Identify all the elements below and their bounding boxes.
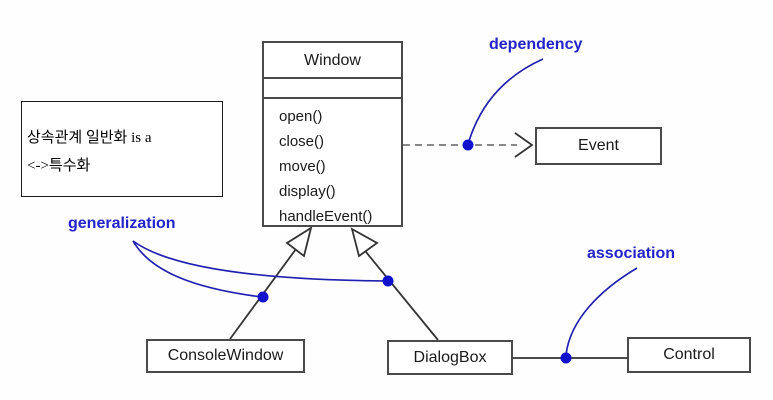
generalization-anchor-dot-left	[257, 291, 269, 303]
association-callout-curve	[565, 267, 638, 356]
generalization-triangle-right	[350, 227, 379, 258]
association-anchor-dot	[560, 352, 572, 364]
note-line-1: 상속관계 일반화 is a	[27, 130, 152, 146]
note-line-2: <->특수화	[27, 158, 91, 174]
class-box-dialogbox: DialogBox	[387, 340, 513, 375]
dependency-anchor-dot	[462, 139, 474, 151]
method-open: open()	[279, 108, 323, 125]
method-handleevent: handleEvent()	[279, 208, 373, 225]
label-association: association	[587, 245, 676, 262]
window-attributes-compartment	[264, 79, 401, 99]
dependency-open-arrowhead	[514, 132, 534, 158]
class-name-control: Control	[663, 346, 715, 363]
class-name-event: Event	[578, 137, 619, 154]
window-methods-compartment: open() close() move() display() handleEv…	[264, 99, 401, 229]
class-box-control: Control	[627, 337, 751, 373]
generalization-callout-curve-upper	[132, 240, 388, 282]
generalization-anchor-dot-right	[382, 275, 394, 287]
class-box-consolewindow: ConsoleWindow	[146, 339, 305, 373]
generalization-line-dialogbox	[365, 251, 439, 341]
generalization-callout-curve-lower	[132, 240, 263, 298]
class-box-window: Window open() close() move() display() h…	[262, 41, 403, 227]
method-display: display()	[279, 183, 336, 200]
method-move: move()	[279, 158, 326, 175]
dependency-callout-curve	[468, 58, 544, 142]
label-dependency: dependency	[489, 36, 583, 53]
note-box-inheritance: 상속관계 일반화 is a <->특수화	[21, 101, 223, 197]
class-name-consolewindow: ConsoleWindow	[167, 347, 284, 364]
class-name-dialogbox: DialogBox	[413, 348, 487, 366]
class-name-window: Window	[264, 43, 401, 79]
class-box-event: Event	[535, 127, 662, 165]
generalization-triangle-left	[285, 226, 313, 258]
method-close: close()	[279, 133, 325, 150]
label-generalization: generalization	[68, 215, 176, 232]
